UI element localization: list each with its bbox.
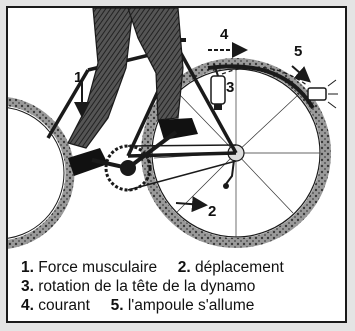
callout-4: 4: [220, 27, 228, 42]
diagram-frame: 1 2 3 4 5 1. Force musculaire 2. déplace…: [6, 6, 347, 323]
front-wheel: [8, 101, 70, 245]
arrow-2-icon: [176, 203, 204, 205]
legend-text: Force musculaire: [38, 259, 157, 276]
callout-1: 1: [74, 70, 82, 85]
legend-number: 3.: [21, 278, 34, 295]
legend-text: courant: [38, 297, 90, 314]
legend: 1. Force musculaire 2. déplacement 3. ro…: [21, 258, 343, 315]
callout-5: 5: [294, 44, 302, 59]
legend-line-1: 1. Force musculaire 2. déplacement: [21, 258, 343, 277]
legend-number: 1.: [21, 259, 34, 276]
callout-2: 2: [208, 204, 216, 219]
legend-line-2: 3. rotation de la tête de la dynamo: [21, 277, 343, 296]
legend-text: rotation de la tête de la dynamo: [38, 278, 255, 295]
arrow-5-icon: [292, 66, 308, 80]
cyclist-legs: [68, 8, 198, 176]
legend-text: déplacement: [195, 259, 284, 276]
legend-text: l'ampoule s'allume: [128, 297, 255, 314]
legend-number: 2.: [178, 259, 191, 276]
callout-3: 3: [226, 80, 234, 95]
legend-line-3: 4. courant 5. l'ampoule s'allume: [21, 296, 343, 315]
legend-number: 4.: [21, 297, 34, 314]
legend-number: 5.: [111, 297, 124, 314]
